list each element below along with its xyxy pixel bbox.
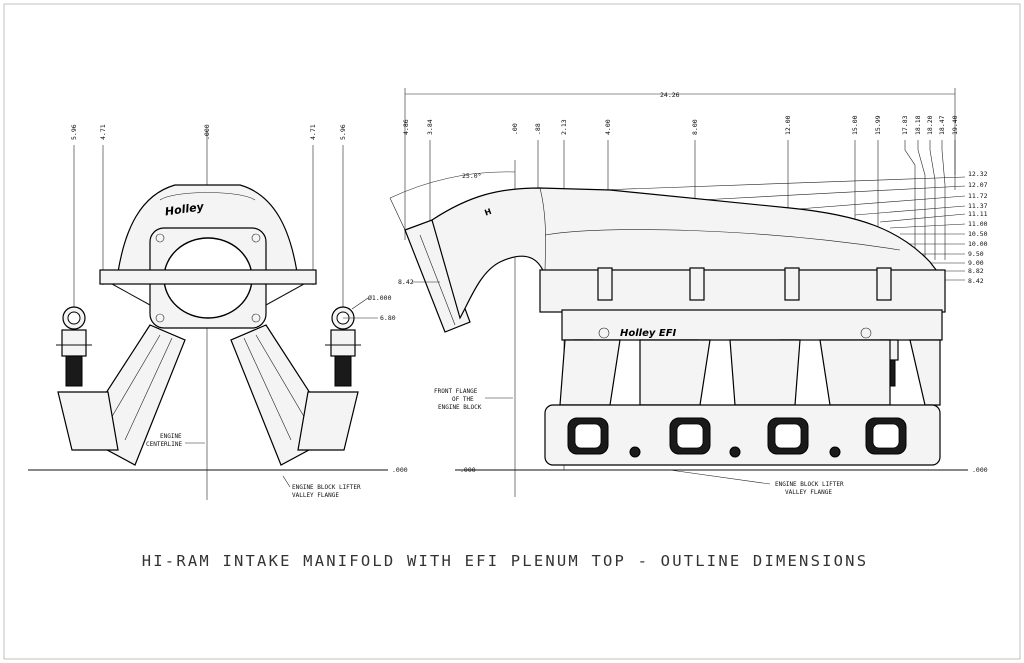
side-left-height: 8.42 bbox=[398, 278, 414, 286]
side-rdim-0: 12.32 bbox=[968, 170, 988, 178]
side-dim-1: 3.84 bbox=[426, 119, 434, 135]
side-ports bbox=[567, 417, 907, 458]
side-dim-0: 4.86 bbox=[402, 119, 410, 135]
side-dim-10: 17.83 bbox=[901, 115, 909, 135]
drawing-border bbox=[3, 3, 1021, 660]
side-lower-flange bbox=[544, 404, 941, 466]
side-dim-8: 15.00 bbox=[851, 115, 859, 135]
side-flange-note-1: ENGINE BLOCK LIFTER bbox=[775, 481, 844, 488]
front-flange-note-1: ENGINE BLOCK LIFTER bbox=[292, 484, 361, 491]
side-dim-11: 18.18 bbox=[914, 115, 922, 135]
side-view: .000 .000 24.26 4.86 3.84 .00 .88 2.13 4… bbox=[389, 88, 988, 497]
side-dim-14: 19.40 bbox=[951, 115, 959, 135]
side-baseline-label-right: .000 bbox=[972, 466, 988, 474]
side-rdim-7: 10.00 bbox=[968, 240, 988, 248]
overall-length-label: 24.26 bbox=[660, 91, 680, 99]
side-baseline-label-left: .000 bbox=[460, 466, 476, 474]
front-flange-note-2: VALLEY FLANGE bbox=[292, 492, 339, 499]
side-plenum-top bbox=[431, 187, 942, 320]
side-rdim-10: 8.82 bbox=[968, 267, 984, 275]
side-dim-13: 18.47 bbox=[938, 115, 946, 135]
front-flange-note-3: ENGINE BLOCK bbox=[438, 404, 482, 411]
side-dim-12: 18.20 bbox=[926, 115, 934, 135]
front-dim-1: 5.96 bbox=[70, 124, 78, 140]
side-dim-9: 15.99 bbox=[874, 115, 882, 135]
front-base-rail bbox=[99, 269, 317, 285]
side-throttle-flange bbox=[404, 219, 471, 333]
front-logo: Holley bbox=[164, 200, 205, 218]
drawing-title: HI-RAM INTAKE MANIFOLD WITH EFI PLENUM T… bbox=[142, 552, 869, 570]
angle-label: 25.0° bbox=[462, 172, 482, 180]
side-flange-note-2: VALLEY FLANGE bbox=[785, 489, 832, 496]
side-dim-4: 2.13 bbox=[560, 119, 568, 135]
side-dim-6: 8.00 bbox=[691, 119, 699, 135]
side-dim-2: .00 bbox=[511, 123, 519, 135]
side-dim-5: 4.00 bbox=[604, 119, 612, 135]
front-height-label: 6.80 bbox=[380, 314, 396, 322]
angle-arc bbox=[389, 171, 516, 199]
front-injector-right bbox=[325, 306, 361, 387]
side-dim-7: 12.00 bbox=[784, 115, 792, 135]
svg-text:H: H bbox=[483, 207, 492, 218]
side-rdim-4: 11.11 bbox=[968, 210, 988, 218]
side-logo: Holley EFI bbox=[620, 328, 677, 339]
front-diameter-label: Ø1.000 bbox=[368, 294, 392, 302]
front-view: .000 5.96 4.71 .000 4.71 5.96 bbox=[28, 124, 408, 500]
side-rdim-6: 10.50 bbox=[968, 230, 988, 238]
side-rdim-5: 11.00 bbox=[968, 220, 988, 228]
side-rdim-8: 9.50 bbox=[968, 250, 984, 258]
front-flange-note-1: FRONT FLANGE bbox=[434, 388, 478, 395]
side-rdim-11: 8.42 bbox=[968, 277, 984, 285]
front-flange-note-2: OF THE bbox=[452, 396, 474, 403]
side-rdim-1: 12.07 bbox=[968, 181, 988, 189]
front-centerline-note-2: CENTERLINE bbox=[146, 441, 183, 448]
front-injector-left bbox=[56, 306, 92, 387]
side-dim-3: .88 bbox=[534, 123, 542, 135]
side-rdim-2: 11.72 bbox=[968, 192, 988, 200]
side-fuel-rail bbox=[561, 309, 943, 341]
side-rdim-3: 11.37 bbox=[968, 202, 988, 210]
front-baseline-label: .000 bbox=[392, 466, 408, 474]
front-dim-3: .000 bbox=[203, 124, 211, 140]
front-centerline-note-1: ENGINE bbox=[160, 433, 182, 440]
front-dim-5: 5.96 bbox=[339, 124, 347, 140]
front-dim-2: 4.71 bbox=[99, 124, 107, 140]
side-rdim-9: 9.00 bbox=[968, 259, 984, 267]
front-dim-4: 4.71 bbox=[309, 124, 317, 140]
